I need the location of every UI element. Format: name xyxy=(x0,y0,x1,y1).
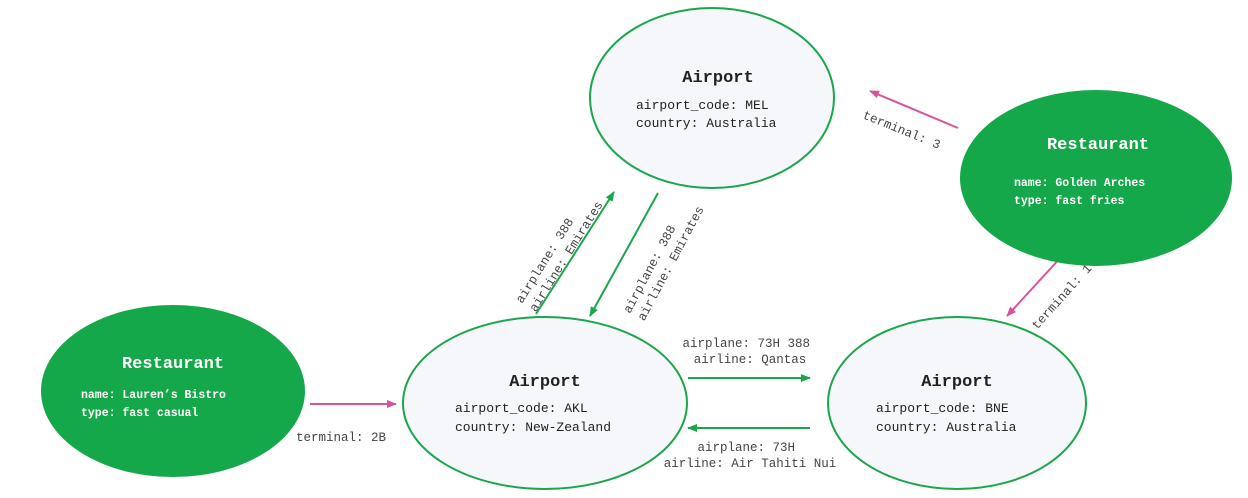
node-airport-akl-code: airport_code: AKL xyxy=(455,401,588,416)
edge-akl-to-bne-label: airplane: 73H 388 airline: Qantas xyxy=(682,337,817,367)
node-airport-mel[interactable]: Airport airport_code: MEL country: Austr… xyxy=(589,7,835,189)
edge-golden-to-mel xyxy=(869,90,959,129)
edge-akl-to-mel xyxy=(535,191,615,315)
edge-bne-to-akl-airplane: airplane: 73H xyxy=(697,441,795,455)
edge-golden-to-bne xyxy=(1006,255,1063,317)
node-restaurant-golden-arches-name: name: Golden Arches xyxy=(1014,177,1145,190)
node-restaurant-golden-arches[interactable]: Restaurant name: Golden Arches type: fas… xyxy=(960,90,1232,266)
node-airport-bne[interactable]: Airport airport_code: BNE country: Austr… xyxy=(827,316,1087,490)
node-airport-bne-code: airport_code: BNE xyxy=(876,401,1009,416)
edge-lauren-to-akl-label: terminal: 2B xyxy=(296,431,387,445)
edge-akl-to-mel-label: airplane: 388 airline: Emirates xyxy=(514,191,607,315)
edge-bne-to-akl-label: airplane: 73H airline: Air Tahiti Nui xyxy=(664,441,837,471)
node-airport-akl[interactable]: Airport airport_code: AKL country: New-Z… xyxy=(402,316,688,490)
node-restaurant-golden-arches-type: type: fast fries xyxy=(1014,195,1125,208)
node-airport-mel-country: country: Australia xyxy=(636,116,777,131)
edge-mel-to-akl xyxy=(589,192,659,317)
node-airport-akl-title: Airport xyxy=(509,373,580,392)
edge-mel-to-akl-label: airplane: 388 airline: Emirates xyxy=(621,197,707,324)
edge-akl-to-bne-airline: airline: Qantas xyxy=(694,353,807,367)
edge-golden-to-bne-label: terminal: 1 xyxy=(1030,262,1096,333)
node-airport-bne-title: Airport xyxy=(921,373,992,392)
node-restaurant-laurens-bistro-name: name: Lauren’s Bistro xyxy=(81,389,226,402)
node-restaurant-golden-arches-title: Restaurant xyxy=(1047,136,1149,155)
edge-akl-to-bne-airplane: airplane: 73H 388 xyxy=(682,337,810,351)
node-restaurant-laurens-bistro-title: Restaurant xyxy=(122,355,224,374)
node-airport-akl-country: country: New-Zealand xyxy=(455,420,611,435)
node-restaurant-laurens-bistro-type: type: fast casual xyxy=(81,407,198,420)
edge-bne-to-akl-airline: airline: Air Tahiti Nui xyxy=(664,457,837,471)
node-airport-mel-title: Airport xyxy=(682,69,753,88)
node-restaurant-laurens-bistro[interactable]: Restaurant name: Lauren’s Bistro type: f… xyxy=(41,305,305,477)
node-airport-mel-code: airport_code: MEL xyxy=(636,98,769,113)
node-airport-bne-country: country: Australia xyxy=(876,420,1017,435)
